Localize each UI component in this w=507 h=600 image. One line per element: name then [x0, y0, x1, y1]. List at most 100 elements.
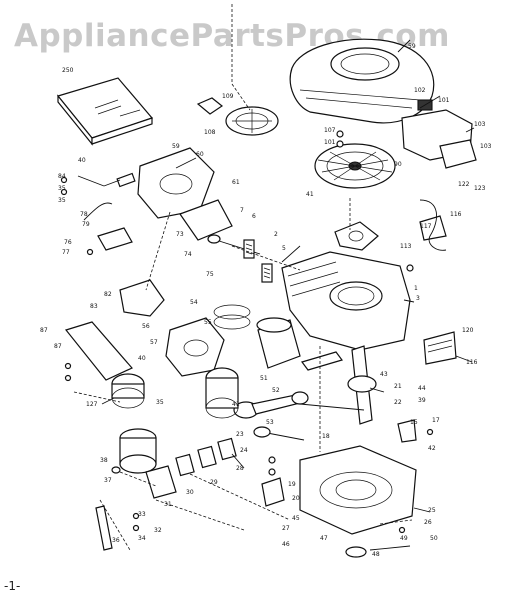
callout-label: 84 — [58, 173, 66, 180]
callout-label: 22 — [394, 399, 402, 406]
ignition-module-part — [334, 221, 379, 251]
callout-label: 40 — [78, 157, 86, 164]
callout-label: 59 — [172, 143, 180, 150]
callout-label: 78 — [80, 211, 88, 218]
camshaft-part — [253, 351, 343, 441]
callout-label: 107 — [324, 127, 336, 134]
linkage-rod-part — [95, 466, 121, 551]
callout-label: 60 — [196, 151, 204, 158]
fuel-line-part — [419, 199, 447, 251]
callout-label: 26 — [424, 519, 432, 526]
callout-label: 87 — [54, 343, 62, 350]
callout-label: 116 — [450, 211, 462, 218]
muffler-part — [205, 367, 239, 419]
callout-label: 24 — [240, 447, 248, 454]
air-cleaner-part — [64, 321, 145, 409]
callout-label: 35 — [156, 399, 164, 406]
hardware-bits — [60, 130, 434, 534]
callout-label: 21 — [394, 383, 402, 390]
callout-label: 250 — [62, 67, 74, 74]
callout-label: 35 — [58, 185, 66, 192]
callout-label: 52 — [272, 387, 280, 394]
callout-label: 44 — [418, 385, 426, 392]
blower-housing-part — [289, 38, 435, 124]
callout-label: 31 — [164, 501, 172, 508]
callout-label: 39 — [418, 397, 426, 404]
callout-label: 103 — [480, 143, 492, 150]
callout-label: 117 — [420, 223, 432, 230]
callout-label: 75 — [206, 271, 214, 278]
callout-label: 55 — [204, 319, 212, 326]
callout-label: 47 — [320, 535, 328, 542]
callout-label: 59 — [408, 43, 416, 50]
callout-label: 74 — [184, 251, 192, 258]
callout-label: 41 — [232, 401, 240, 408]
flywheel-part — [314, 143, 396, 189]
callout-label: 33 — [138, 511, 146, 518]
callout-label: 25 — [428, 507, 436, 514]
callout-label: 1 — [414, 285, 418, 292]
callout-label: 29 — [210, 479, 218, 486]
callout-label: 28 — [236, 465, 244, 472]
callout-label: 2 — [274, 231, 278, 238]
callout-label: 127 — [86, 401, 98, 408]
callout-label: 103 — [474, 121, 486, 128]
callout-leaders — [77, 39, 475, 551]
callout-label: 90 — [394, 161, 402, 168]
callout-label: 36 — [112, 537, 120, 544]
callout-label: 17 — [432, 417, 440, 424]
callout-label: 30 — [186, 489, 194, 496]
callout-label: 41 — [306, 191, 314, 198]
callout-label: 38 — [100, 457, 108, 464]
callout-label: 3 — [416, 295, 420, 302]
callout-labels: 250 59 109 108 101 102 103 107 101 90 60… — [40, 43, 492, 558]
callout-label: 57 — [150, 339, 158, 346]
callout-label: 37 — [104, 477, 112, 484]
callout-label: 123 — [474, 185, 486, 192]
callout-label: 113 — [400, 243, 412, 250]
fuel-tank-part — [401, 99, 477, 169]
callout-label: 73 — [176, 231, 184, 238]
cylinder-block-part — [281, 251, 411, 351]
governor-part — [261, 419, 417, 507]
spark-plug-part — [103, 172, 136, 188]
callout-label: 122 — [458, 181, 470, 188]
callout-label: 102 — [414, 87, 426, 94]
callout-label: 87 — [40, 327, 48, 334]
crankshaft-part — [299, 345, 377, 425]
fuel-cup-part — [119, 428, 157, 474]
callout-label: 56 — [142, 323, 150, 330]
callout-label: 61 — [232, 179, 240, 186]
callout-label: 19 — [288, 481, 296, 488]
callout-label: 32 — [154, 527, 162, 534]
callout-label: 109 — [222, 93, 234, 100]
assembly-guide-lines — [73, 4, 413, 551]
callout-label: 53 — [266, 419, 274, 426]
callout-label: 45 — [292, 515, 300, 522]
callout-label: 43 — [380, 371, 388, 378]
callout-label: 101 — [438, 97, 450, 104]
callout-label: 15 — [410, 419, 418, 426]
callout-label: 7 — [240, 207, 244, 214]
callout-label: 120 — [462, 327, 474, 334]
callout-label: 79 — [82, 221, 90, 228]
callout-label: 76 — [64, 239, 72, 246]
callout-label: 77 — [62, 249, 70, 256]
valve-assembly-part — [207, 234, 273, 283]
callout-label: 20 — [292, 495, 300, 502]
callout-label: 6 — [252, 213, 256, 220]
callout-label: 82 — [104, 291, 112, 298]
starter-pulley-part — [196, 97, 279, 136]
callout-label: 51 — [260, 375, 268, 382]
callout-label: 108 — [204, 129, 216, 136]
callout-label: 42 — [428, 445, 436, 452]
cylinder-head-part — [137, 147, 233, 241]
callout-label: 116 — [466, 359, 478, 366]
gasket-row-part — [145, 437, 237, 499]
manual-booklet-part — [56, 77, 154, 146]
callout-label: 101 — [324, 139, 336, 146]
page-number: -1- — [4, 579, 21, 593]
piston-part — [213, 304, 301, 369]
callout-label: 40 — [138, 355, 146, 362]
